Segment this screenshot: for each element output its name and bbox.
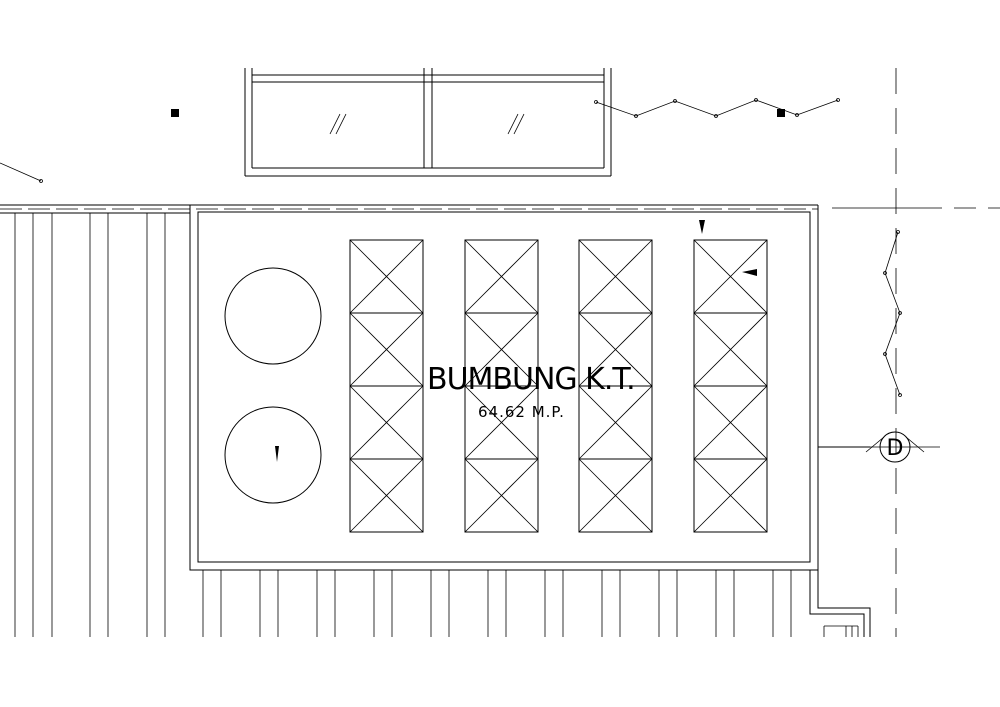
unit-cross [349,239,424,314]
break-line-top [594,98,840,118]
unit-cross [464,312,539,387]
window-frame [244,68,612,177]
unit-cross [578,458,653,533]
room-area: 64.62 M.P. [478,403,565,421]
unit-cross [464,385,539,460]
grid-bubble: D [864,431,940,463]
unit-cross [349,312,424,387]
roof-slope-left [14,213,166,637]
water-tank [224,406,322,504]
unit-cross [349,385,424,460]
water-tank [224,267,322,365]
roof-slope-bottom [202,570,792,637]
parapet-top [0,204,818,214]
mechanical-units [349,239,768,533]
stepped-wall [809,570,871,637]
unit-cross [693,312,768,387]
marker-square [777,109,785,117]
mechanical-unit [349,239,424,533]
unit-cross [693,239,768,314]
arrow-marker [699,220,705,234]
unit-cross [578,312,653,387]
marker-square [171,109,179,117]
arrow-marker [275,446,279,462]
break-line-left [0,162,43,183]
grid-label: D [887,436,904,461]
unit-cross [349,458,424,533]
mechanical-unit [693,239,768,533]
unit-cross [464,239,539,314]
mechanical-unit [578,239,653,533]
break-line-right [883,230,902,397]
arrow-marker [742,269,757,276]
room-name: BUMBUNG K.T. [427,362,635,397]
unit-cross [693,458,768,533]
unit-cross [578,385,653,460]
grid-line-d [832,68,1000,637]
room-boundary [189,205,870,571]
mechanical-unit [464,239,539,533]
unit-cross [693,385,768,460]
unit-cross [464,458,539,533]
unit-cross [578,239,653,314]
